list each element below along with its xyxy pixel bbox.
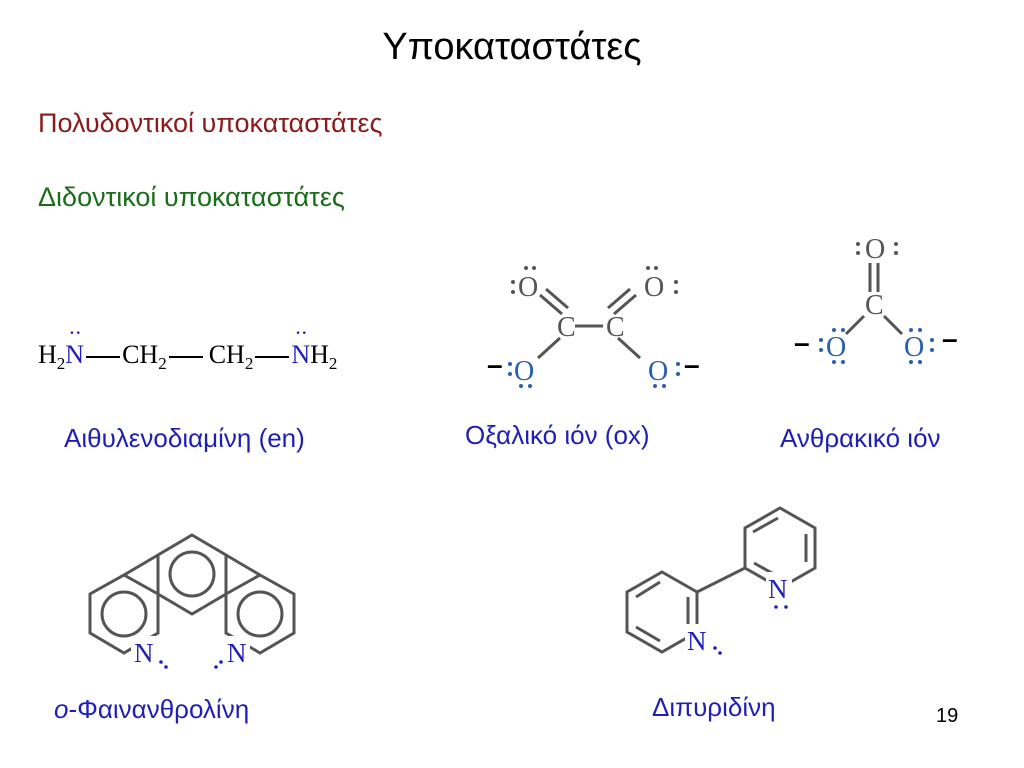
carbonate-co-single-bond xyxy=(882,314,904,336)
carbonate-charge: – xyxy=(794,327,810,358)
formula-sub: 2 xyxy=(328,354,338,374)
lone-pair-left: ·· xyxy=(68,320,82,345)
oxalate-co-double-bond xyxy=(607,287,631,310)
bipyridine-double-bond xyxy=(635,580,661,599)
oxalate-oxygen: O xyxy=(518,272,538,303)
oxalate-charge: – xyxy=(684,349,700,380)
oxalate-charge: – xyxy=(487,349,503,380)
oxalate-co-single-bond xyxy=(616,336,642,360)
formula-n: N xyxy=(65,340,85,369)
page-number: 19 xyxy=(936,705,959,727)
oxalate-co-single-bond xyxy=(536,336,562,360)
bipyridine-nitrogen: N xyxy=(687,626,707,656)
formula-sub: 2 xyxy=(56,354,66,374)
carbonate-oxygen-anion: O xyxy=(826,332,846,363)
oxalate-carbon: C xyxy=(606,312,625,343)
phenanthroline-bond xyxy=(225,553,261,577)
formula-nitrogen-left: ··N xyxy=(65,320,85,370)
phenanthroline-bond xyxy=(123,553,159,577)
carbonate-anion-lone-pairs xyxy=(819,328,934,364)
bipyridine-nitrogen: N xyxy=(768,574,788,604)
formula-ch: CH xyxy=(208,340,245,369)
oxalate-oxygen: O xyxy=(644,272,664,303)
oxalate-lone-pairs xyxy=(511,266,678,294)
phenanthroline-lone-pairs xyxy=(159,660,223,669)
phenanthroline-nitrogen: N xyxy=(134,638,154,668)
ethylenediamine-caption: Αιθυλενοδιαμίνη (en) xyxy=(64,423,305,453)
oxalate-co-double-bond xyxy=(539,293,563,316)
slide-title: Υποκαταστάτες xyxy=(382,26,642,68)
polydentate-heading: Πολυδοντικοί υποκαταστάτες xyxy=(38,108,383,138)
phenanthroline-aromatic-circle xyxy=(100,590,148,638)
carbonate-caption: Ανθρακικό ιόν xyxy=(780,423,941,453)
carbonate-oxygen: O xyxy=(865,234,885,265)
carbonate-lone-pairs xyxy=(856,242,898,255)
phenanthroline-right-ring xyxy=(224,573,296,655)
label-mask xyxy=(685,624,711,654)
carbonate-oxygen-anion: O xyxy=(904,332,924,363)
bond-line xyxy=(86,356,121,359)
bipyridine-caption: Διπυριδίνη xyxy=(652,692,776,722)
carbonate-carbon: C xyxy=(865,290,884,321)
label-mask xyxy=(131,636,157,666)
formula-sub: 2 xyxy=(158,354,167,374)
oxalate-carbon: C xyxy=(557,312,576,343)
phenanthroline-left-ring xyxy=(88,573,160,655)
bond-line xyxy=(168,356,203,359)
bond-line xyxy=(255,356,290,359)
label-mask xyxy=(766,572,792,602)
lone-pair-right: ·· xyxy=(294,320,308,345)
phenanthroline-caption: o-Φαινανθρολίνη xyxy=(54,694,249,725)
bidentate-heading: Διδοντικοί υποκαταστάτες xyxy=(38,182,345,212)
bipyridine-double-bond xyxy=(752,516,779,534)
phenanthroline-aromatic-circle xyxy=(236,590,284,638)
bipyridine-link-bond xyxy=(696,566,746,594)
formula-ch: CH xyxy=(122,340,159,369)
formula-nitrogen-right: ··N xyxy=(291,320,311,370)
oxalate-anion-lone-pairs xyxy=(508,362,680,388)
label-mask xyxy=(224,636,250,666)
bipyridine-lone-pairs xyxy=(713,605,788,655)
phenanthroline-caption-prefix: o xyxy=(54,694,69,724)
bipyridine-double-bond xyxy=(635,625,661,643)
phenanthroline-nitrogen: N xyxy=(227,638,247,668)
formula-h: H xyxy=(310,340,329,369)
oxalate-oxygen-anion: O xyxy=(514,356,534,387)
oxalate-caption: Οξαλικό ιόν (ox) xyxy=(465,420,650,450)
formula-sub: 2 xyxy=(244,354,254,374)
oxalate-co-double-bond xyxy=(545,287,569,310)
phenanthroline-caption-text: -Φαινανθρολίνη xyxy=(68,694,250,724)
formula-n: N xyxy=(291,340,311,369)
carbonate-charge: – xyxy=(942,323,958,354)
phenanthroline-aromatic-circle xyxy=(168,550,216,598)
formula-h: H xyxy=(38,340,57,369)
carbonate-co-single-bond xyxy=(844,314,866,336)
oxalate-oxygen-anion: O xyxy=(648,356,668,387)
oxalate-co-double-bond xyxy=(613,293,637,316)
